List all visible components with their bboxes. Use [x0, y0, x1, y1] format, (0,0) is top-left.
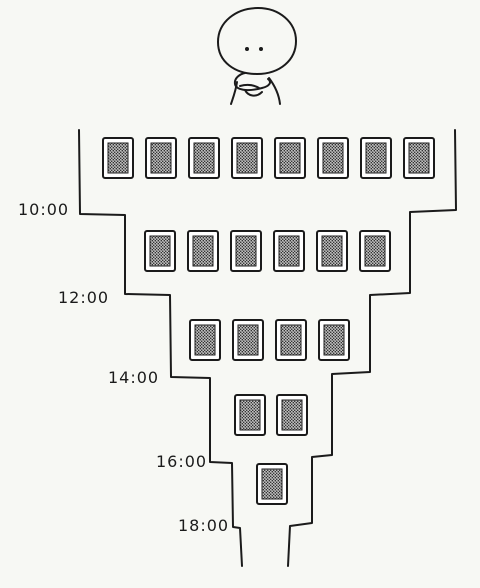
card-icon	[145, 137, 177, 179]
card-icon	[234, 394, 266, 436]
card-icon	[317, 137, 349, 179]
funnel-right-edge	[287, 129, 457, 567]
card-icon	[318, 319, 350, 361]
time-label-14: 14:00	[108, 368, 160, 387]
card-icon	[256, 463, 288, 505]
card-icon	[144, 230, 176, 272]
card-icon	[360, 137, 392, 179]
card-icon	[359, 230, 391, 272]
card-icon	[275, 319, 307, 361]
card-icon	[102, 137, 134, 179]
card-icon	[232, 319, 264, 361]
time-label-12: 12:00	[58, 288, 110, 307]
card-icon	[403, 137, 435, 179]
card-icon	[273, 230, 305, 272]
card-icon	[231, 137, 263, 179]
card-icon	[188, 137, 220, 179]
card-icon	[276, 394, 308, 436]
card-icon	[189, 319, 221, 361]
card-icon	[316, 230, 348, 272]
card-icon	[274, 137, 306, 179]
funnel-left-edge	[78, 129, 243, 567]
time-label-18: 18:00	[178, 516, 230, 535]
card-icon	[187, 230, 219, 272]
cards-layer	[102, 137, 435, 505]
time-label-10: 10:00	[18, 200, 70, 219]
thinking-person-icon	[217, 7, 297, 105]
time-label-16: 16:00	[156, 452, 208, 471]
card-icon	[230, 230, 262, 272]
